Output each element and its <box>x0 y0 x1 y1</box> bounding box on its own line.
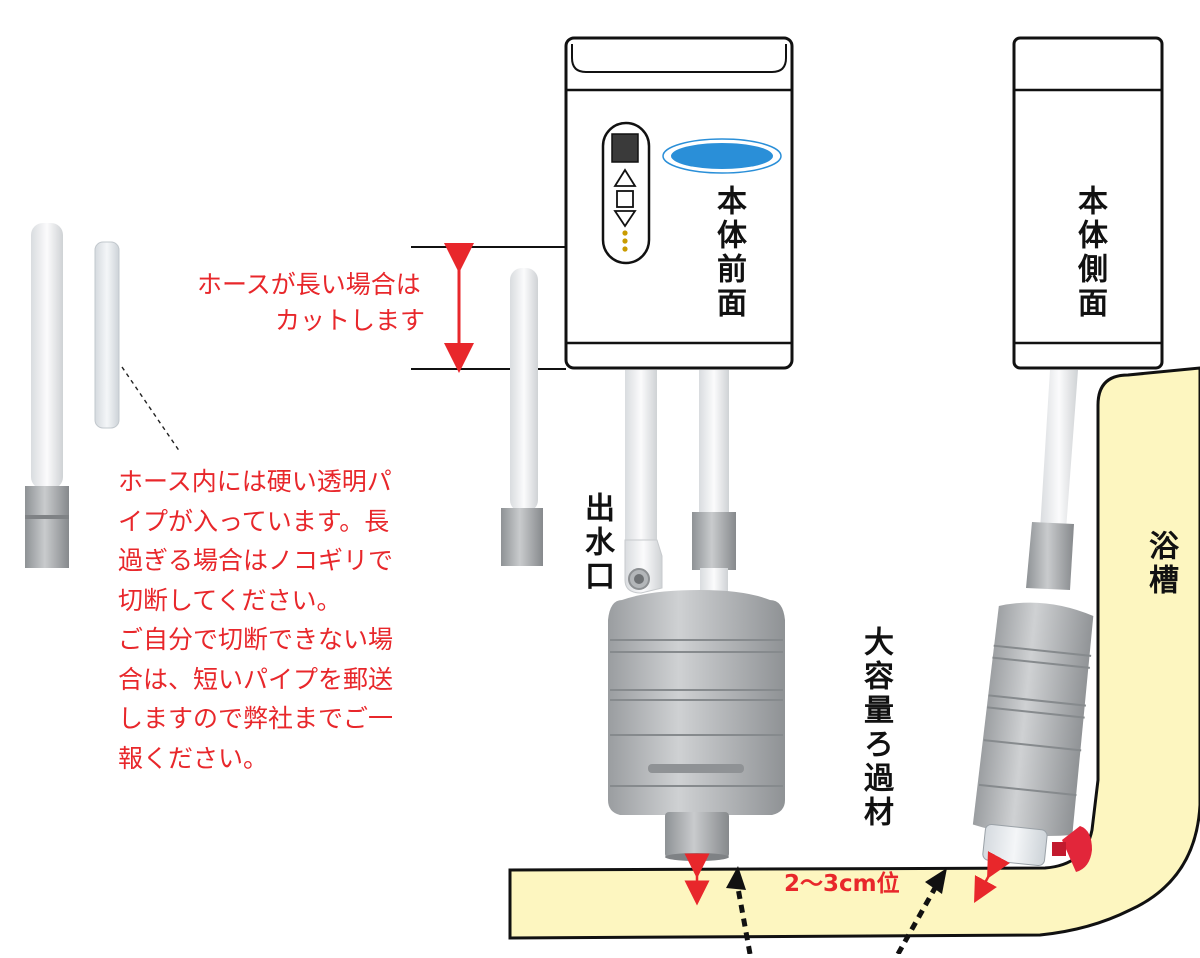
unit-side-body <box>1012 36 1164 370</box>
side-hose <box>1026 370 1078 590</box>
intake-hose <box>692 370 736 598</box>
filter-front <box>608 590 785 861</box>
indicator-dot-1 <box>622 230 628 236</box>
cut-note-line2: カットします <box>275 306 426 335</box>
spare-hose <box>501 268 543 566</box>
indicator-dot-2 <box>622 238 628 244</box>
power-button-icon <box>611 133 639 163</box>
unit-front-label: 本体前面 <box>711 185 746 321</box>
cut-hose-short-clear <box>94 241 120 429</box>
indicator-dot-3 <box>622 246 628 252</box>
pipe-note-leader <box>121 366 181 453</box>
suction-cup-icon <box>1052 826 1092 872</box>
pipe-note: ホース内には硬い透明パ イプが入っています。長 過ぎる場合はノコギリで 切断して… <box>118 467 394 773</box>
down-arrow-icon <box>613 210 637 228</box>
unit-side-label: 本体側面 <box>1072 185 1107 321</box>
outlet-label: 出水口 <box>579 492 614 594</box>
bathtub-label: 浴槽 <box>1143 530 1178 598</box>
cut-hose-long <box>25 223 69 568</box>
water-flow-arrow-front <box>726 866 753 955</box>
water-flow-arrow-side <box>895 868 947 956</box>
cut-note-line1: ホースが長い場合は <box>197 270 421 299</box>
led-indicator <box>662 138 782 174</box>
up-arrow-icon <box>613 168 637 187</box>
gap-label: 2〜3cm位 <box>784 871 900 897</box>
bathtub-outline <box>508 366 1200 940</box>
outlet-hose <box>624 370 663 594</box>
mode-square-icon <box>616 190 634 208</box>
control-panel <box>601 121 651 265</box>
gap-arrow-side <box>974 851 1010 903</box>
filter-side <box>972 602 1094 867</box>
unit-front-body <box>564 36 794 370</box>
filter-label: 大容量ろ過材 <box>858 626 893 830</box>
